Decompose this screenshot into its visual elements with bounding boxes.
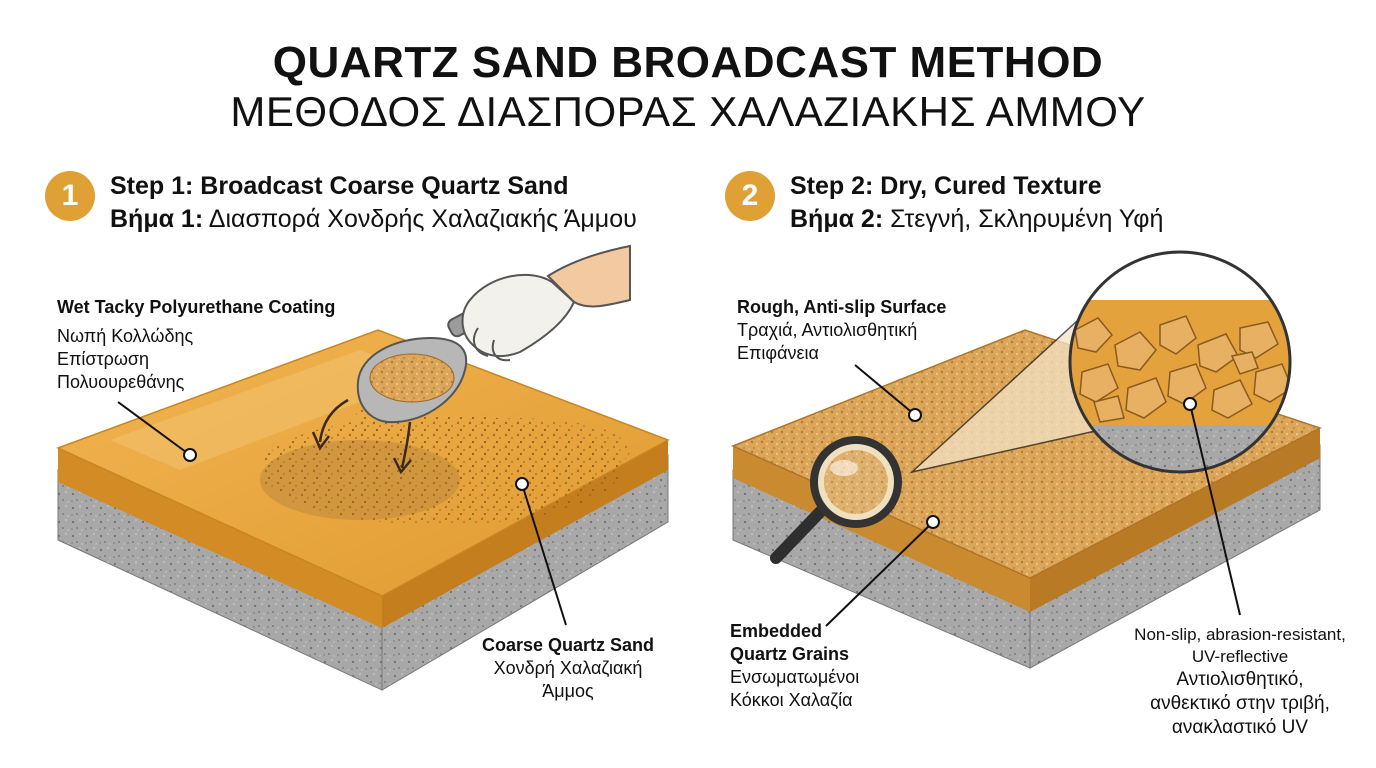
sand-scatter-2 bbox=[410, 418, 630, 482]
label-rough-surface-el2: Επιφάνεια bbox=[737, 343, 819, 363]
label-rough-surface-en: Rough, Anti-slip Surface bbox=[737, 297, 947, 317]
page-title: QUARTZ SAND BROADCAST METHOD bbox=[272, 38, 1104, 87]
leader-line bbox=[1189, 403, 1241, 616]
label-embedded-grains-en2: Quartz Grains bbox=[730, 644, 850, 664]
step1-badge: 1 bbox=[45, 171, 95, 221]
slab-step2 bbox=[731, 329, 1322, 669]
scoop-and-glove bbox=[356, 244, 631, 424]
coating-drip bbox=[170, 512, 276, 566]
label-embedded-grains: Embedded Quartz Grains Ενσωματωμένοι Κόκ… bbox=[730, 620, 859, 712]
label-wet-coating-en: Wet Tacky Polyurethane Coating bbox=[57, 297, 336, 317]
arrowhead-icon bbox=[392, 457, 412, 475]
label-embedded-grains-el2: Κόκκοι Χαλαζία bbox=[730, 690, 853, 710]
leaders-step2 bbox=[825, 364, 1241, 627]
step2-badge: 2 bbox=[725, 171, 775, 221]
coating-gloss bbox=[110, 350, 430, 470]
label-wet-coating-el3: Πολυουρεθάνης bbox=[57, 372, 185, 392]
label-properties-el2: ανθεκτικό στην τριβή, bbox=[1150, 693, 1330, 714]
leader-dot bbox=[908, 408, 922, 422]
leader-dot bbox=[1183, 397, 1197, 411]
step2-title-el: Στεγνή, Σκληρυμένη Υφή bbox=[883, 205, 1164, 233]
leader-line bbox=[521, 483, 567, 626]
label-properties-el1: Αντιολισθητικό, bbox=[1176, 669, 1304, 690]
slab-step1 bbox=[56, 329, 670, 691]
step2-heading: Step 2: Dry, Cured Texture Βήμα 2: Στεγν… bbox=[790, 170, 1163, 236]
leader-dot bbox=[183, 448, 197, 462]
arrowhead-icon bbox=[311, 431, 330, 451]
step1-title-el-bold: Βήμα 1: bbox=[110, 205, 204, 233]
step1-title-en: Step 1: Broadcast Coarse Quartz Sand bbox=[110, 172, 569, 200]
leaders-step1 bbox=[117, 401, 567, 626]
magnifier-icon bbox=[770, 436, 902, 564]
label-properties: Non-slip, abrasion-resistant, UV-reflect… bbox=[1110, 624, 1370, 740]
label-properties-el3: ανακλαστικό UV bbox=[1171, 717, 1309, 738]
glove-fingers bbox=[472, 327, 511, 362]
quartz-grains bbox=[1074, 315, 1290, 423]
arrow-icon bbox=[318, 398, 349, 443]
sand-edge-right bbox=[1030, 428, 1320, 612]
arrow-icon bbox=[400, 421, 412, 469]
label-coarse-sand-el2: Άμμος bbox=[542, 681, 594, 701]
label-wet-coating-el1: Νωπή Κολλώδης bbox=[57, 326, 194, 346]
leader-line bbox=[117, 401, 191, 456]
step2-title-el-bold: Βήμα 2: bbox=[790, 205, 884, 233]
leader-line bbox=[854, 364, 916, 416]
scoop-sand bbox=[369, 353, 455, 403]
step1-heading: Step 1: Broadcast Coarse Quartz Sand Βήμ… bbox=[110, 170, 637, 236]
label-wet-coating: Wet Tacky Polyurethane Coating Νωπή Κολλ… bbox=[57, 296, 335, 394]
step1-title-el: Διασπορά Χονδρής Χαλαζιακής Άμμου bbox=[203, 205, 637, 233]
glove-icon bbox=[461, 273, 576, 358]
label-coarse-sand-el1: Χονδρή Χαλαζιακή bbox=[493, 658, 643, 678]
label-embedded-grains-el1: Ενσωματωμένοι bbox=[730, 667, 860, 687]
label-rough-surface-el1: Τραχιά, Αντιολισθητική bbox=[737, 320, 918, 340]
arm-icon bbox=[546, 244, 631, 308]
label-coarse-sand-en: Coarse Quartz Sand bbox=[481, 635, 655, 655]
label-coarse-sand: Coarse Quartz Sand Χονδρή Χαλαζιακή Άμμο… bbox=[468, 634, 668, 703]
step2-title-en: Step 2: Dry, Cured Texture bbox=[790, 172, 1102, 200]
label-rough-surface: Rough, Anti-slip Surface Τραχιά, Αντιολι… bbox=[737, 296, 946, 365]
leader-dot bbox=[926, 515, 940, 529]
label-properties-en1: Non-slip, abrasion-resistant, bbox=[1134, 625, 1346, 644]
page-title-greek: ΜΕΘΟΔΟΣ ΔΙΑΣΠΟΡΑΣ ΧΑΛΑΖΙΑΚΗΣ ΑΜΜΟΥ bbox=[230, 88, 1146, 135]
leader-dot bbox=[515, 477, 529, 491]
label-embedded-grains-en1: Embedded bbox=[730, 621, 823, 641]
label-properties-en2: UV-reflective bbox=[1191, 647, 1289, 666]
sand-edge-left bbox=[733, 446, 1030, 612]
leader-line bbox=[825, 521, 934, 627]
label-wet-coating-el2: Επίστρωση bbox=[57, 349, 150, 369]
